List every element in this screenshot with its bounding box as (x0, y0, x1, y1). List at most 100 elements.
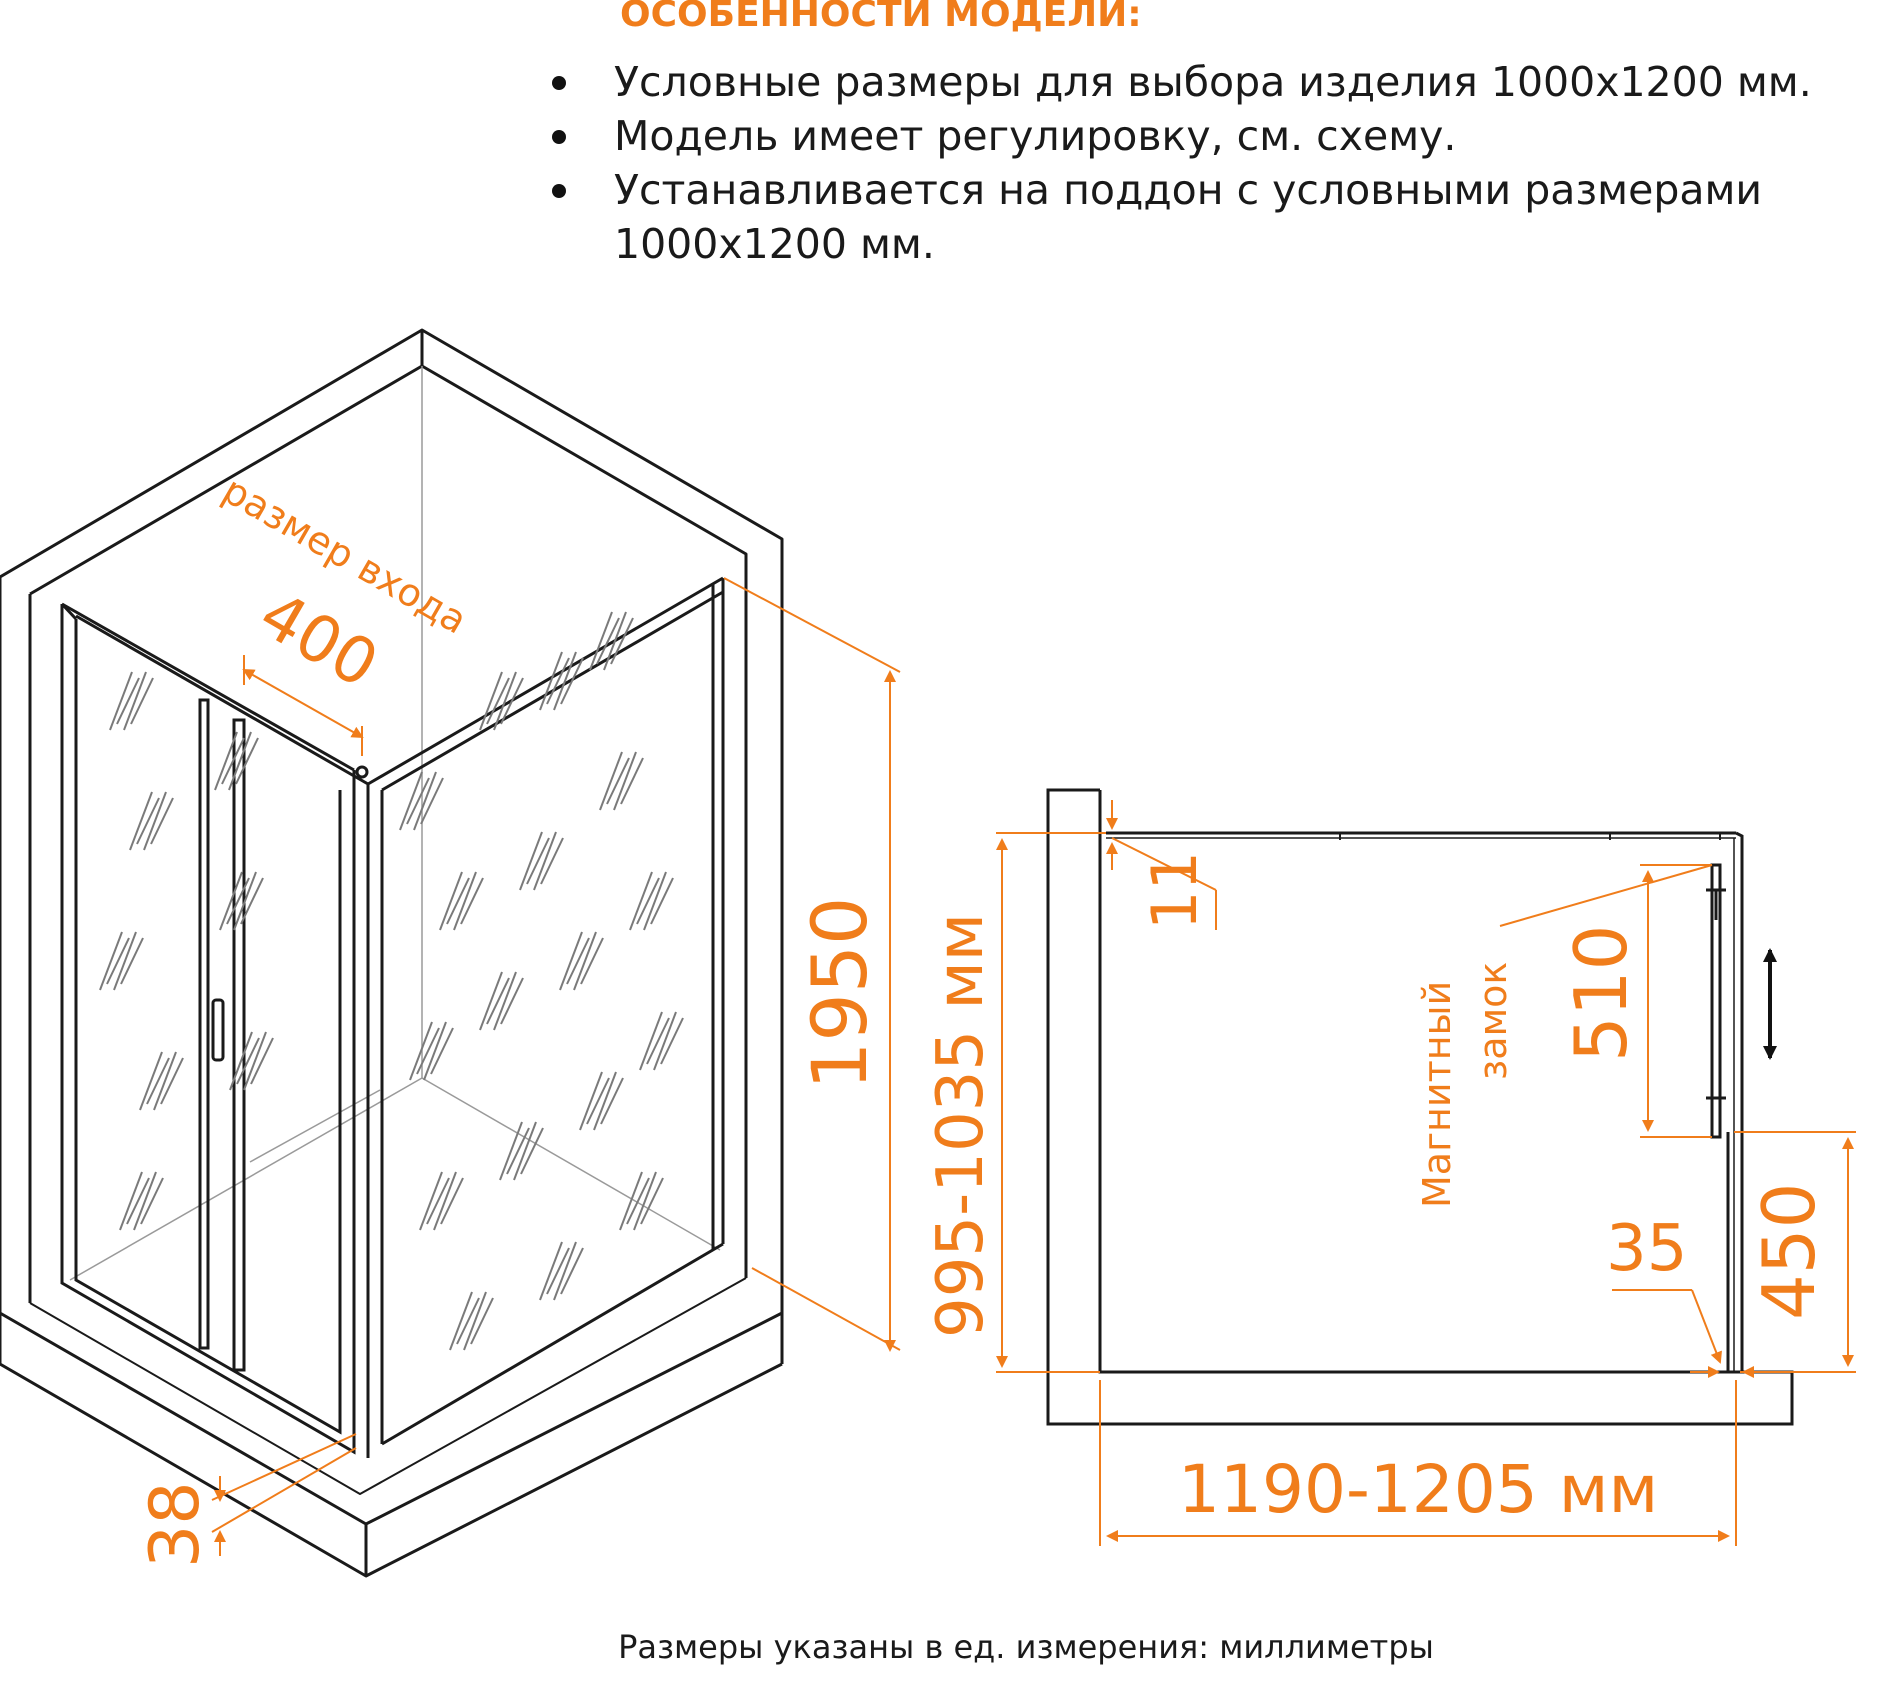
glass-decor-stroke (456, 1297, 480, 1345)
glass-decor-stroke (439, 871, 463, 931)
lock-height-value: 510 (1559, 925, 1643, 1062)
glass-decor-stroke (566, 937, 590, 985)
glass-decor-stroke (639, 1011, 663, 1071)
glass-decor-stroke (133, 1171, 157, 1231)
glass-decor-stroke (240, 877, 264, 925)
glass-decor-stroke (433, 1171, 457, 1231)
lower-height-value: 450 (1747, 1183, 1831, 1320)
glass-decor-stroke (589, 611, 613, 671)
glass-decor-stroke (520, 1127, 544, 1175)
glass-decor-stroke (479, 671, 503, 731)
glass-decor-stroke (486, 977, 510, 1025)
glass-decor-stroke (553, 1241, 577, 1301)
feature-item-size: Условные размеры для выбора изделия 1000… (552, 55, 1892, 109)
glass-decor-stroke (243, 1031, 267, 1091)
glass-decor-stroke (139, 1051, 163, 1111)
iso-tray (0, 1311, 783, 1526)
glass-decor-stroke (106, 937, 130, 985)
glass-decor-stroke (633, 1171, 657, 1231)
glass-decor-stroke (221, 737, 245, 785)
glass-decor-stroke (426, 1177, 450, 1225)
glass-decor-stroke (226, 877, 250, 925)
glass-decor-stroke (109, 671, 133, 731)
glass-decor-stroke (235, 737, 259, 785)
height-1950-value: 1950 (795, 897, 884, 1090)
glass-decor-stroke (646, 1017, 670, 1065)
glass-decor-stroke (653, 1011, 677, 1071)
iso-front-panel (60, 602, 369, 1455)
glass-decor-stroke (120, 937, 144, 985)
glass-decor-stroke (419, 1171, 443, 1231)
glass-decor-stroke (214, 731, 238, 791)
glass-decor-stroke (626, 1177, 650, 1225)
glass-decor-stroke (126, 1177, 150, 1225)
glass-decor-stroke (580, 937, 604, 985)
glass-decor-stroke (539, 651, 563, 711)
glass-decor-stroke (229, 1031, 253, 1091)
glass-decor-stroke (130, 677, 154, 725)
glass-decor-stroke (453, 871, 477, 931)
glass-decor-stroke (416, 1027, 440, 1075)
glass-decor-stroke (593, 1071, 617, 1131)
iso-cabin (0, 328, 784, 1578)
glass-decor-stroke (150, 797, 174, 845)
glass-decor-stroke (99, 931, 123, 991)
glass-decor-stroke (420, 777, 444, 825)
glass-decor-stroke (423, 1021, 447, 1081)
glass-decor-stroke (610, 617, 634, 665)
glass-decor-stroke (573, 931, 597, 991)
glass-decor-stroke (470, 1297, 494, 1345)
glass-decor-stroke (579, 1071, 603, 1131)
glass-decor-stroke (620, 757, 644, 805)
entrance-dimension-line (242, 669, 364, 738)
units-footnote: Размеры указаны в ед. измерения: миллиме… (618, 1628, 1434, 1666)
glass-decor-stroke (553, 651, 577, 711)
glass-decor-stroke (506, 1127, 530, 1175)
glass-decor-stroke (493, 671, 517, 731)
glass-decor-stroke (560, 1247, 584, 1295)
glass-decor-stroke (600, 1077, 624, 1125)
glass-decor-stroke (143, 791, 167, 851)
glass-decor-stroke (160, 1057, 184, 1105)
glass-decor-stroke (479, 971, 503, 1031)
glass-decor-stroke (513, 1121, 537, 1181)
glass-decor-stroke (406, 777, 430, 825)
glass-decor-stroke (606, 757, 630, 805)
glass-decor-stroke (540, 837, 564, 885)
glass-decor-stroke (599, 751, 623, 811)
glass-decor-stroke (636, 877, 660, 925)
glass-decor-stroke (250, 1037, 274, 1085)
features-title: ОСОБЕННОСТИ МОДЕЛИ: (620, 0, 1142, 35)
glass-decor-stroke (546, 1247, 570, 1295)
glass-decor-stroke (539, 1241, 563, 1301)
width-range-value: 1190-1205 мм (1178, 1451, 1658, 1528)
glass-decor-stroke (460, 877, 484, 925)
glass-decor-stroke (409, 1021, 433, 1081)
glass-decor-stroke (123, 671, 147, 731)
glass-decor-stroke (153, 1051, 177, 1111)
glass-decor-stroke (236, 1037, 260, 1085)
glass-decor-stroke (559, 931, 583, 991)
glass-decor-stroke (399, 771, 423, 831)
glass-decor-stroke (499, 1121, 523, 1181)
bottom-gap-value: 35 (1606, 1212, 1687, 1286)
glass-decor-stroke (233, 871, 257, 931)
glass-decor-stroke (650, 877, 674, 925)
iso-dimensions (211, 577, 901, 1556)
glass-decor-stroke (603, 611, 627, 671)
magnet-label-1: Магнитный (1415, 981, 1459, 1208)
top-gap-value: 11 (1138, 851, 1211, 930)
glass-decor-stroke (596, 617, 620, 665)
glass-decor-stroke (146, 1057, 170, 1105)
glass-decor-stroke (440, 1177, 464, 1225)
glass-decor-stroke (640, 1177, 664, 1225)
glass-decor-stroke (660, 1017, 684, 1065)
glass-decor-stroke (519, 831, 543, 891)
glass-decor-stroke (446, 877, 470, 925)
glass-decor-stroke (430, 1027, 454, 1075)
glass-decor-stroke (129, 791, 153, 851)
feature-item-tray: Устанавливается на поддон с условными ра… (552, 163, 1892, 271)
glass-decor-stroke (116, 677, 140, 725)
glass-decor-stroke (219, 871, 243, 931)
